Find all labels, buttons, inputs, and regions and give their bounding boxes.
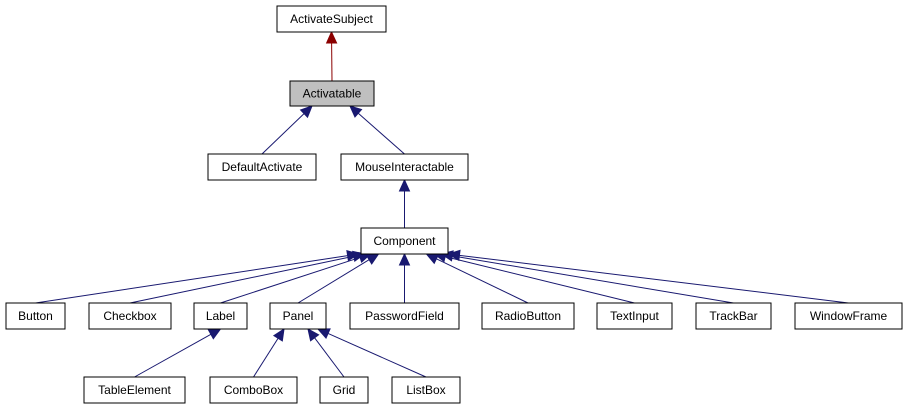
svg-text:ActivateSubject: ActivateSubject	[290, 12, 373, 26]
edge-checkbox-to-component	[129, 255, 354, 304]
node-grid[interactable]: Grid	[319, 376, 369, 404]
arrowhead-list_box-to-panel	[316, 328, 331, 339]
svg-text:RadioButton: RadioButton	[495, 309, 561, 323]
edges-layer	[35, 30, 849, 378]
node-activatable[interactable]: Activatable	[289, 80, 375, 107]
node-mouse-interactable[interactable]: MouseInteractable	[340, 153, 469, 181]
arrowhead-activatable-to-activate_subject	[325, 30, 338, 44]
node-button[interactable]: Button	[5, 302, 66, 330]
arrowhead-default_activate-to-activatable	[299, 105, 313, 119]
node-track-bar[interactable]: TrackBar	[695, 302, 772, 330]
svg-text:Label: Label	[206, 309, 235, 323]
svg-text:TrackBar: TrackBar	[709, 309, 757, 323]
svg-text:ComboBox: ComboBox	[224, 383, 283, 397]
arrowhead-combo_box-to-panel	[272, 327, 285, 342]
node-window-frame[interactable]: WindowFrame	[794, 302, 903, 330]
node-activate-subject[interactable]: ActivateSubject	[276, 5, 387, 33]
edge-default_activate-to-activatable	[261, 113, 305, 155]
node-panel[interactable]: Panel	[269, 302, 327, 330]
node-default-activate[interactable]: DefaultActivate	[207, 153, 317, 181]
edge-track_bar-to-component	[452, 255, 734, 304]
svg-text:PasswordField: PasswordField	[365, 309, 444, 323]
svg-text:Panel: Panel	[283, 309, 314, 323]
edge-text_input-to-component	[445, 256, 635, 304]
edge-panel-to-component	[297, 259, 370, 304]
edge-radio_button-to-component	[436, 258, 529, 304]
edge-grid-to-panel	[314, 337, 345, 378]
svg-text:Component: Component	[373, 234, 436, 248]
arrowhead-grid-to-panel	[307, 328, 320, 342]
arrowhead-mouse_interactable-to-activatable	[349, 105, 363, 118]
svg-text:MouseInteractable: MouseInteractable	[355, 160, 454, 174]
svg-text:TableElement: TableElement	[98, 383, 171, 397]
arrowhead-table_element-to-label	[207, 328, 222, 340]
svg-text:WindowFrame: WindowFrame	[810, 309, 888, 323]
svg-text:Grid: Grid	[333, 383, 356, 397]
arrowhead-component-to-mouse_interactable	[398, 178, 411, 192]
node-password-field[interactable]: PasswordField	[349, 302, 460, 330]
node-table-element[interactable]: TableElement	[83, 376, 186, 404]
svg-text:DefaultActivate: DefaultActivate	[222, 160, 303, 174]
edge-mouse_interactable-to-activatable	[357, 112, 405, 155]
svg-text:Checkbox: Checkbox	[103, 309, 156, 323]
node-text-input[interactable]: TextInput	[596, 302, 673, 330]
edge-list_box-to-panel	[327, 333, 427, 378]
edge-label-to-component	[220, 256, 361, 304]
arrowhead-panel-to-component	[365, 253, 380, 265]
node-checkbox[interactable]: Checkbox	[88, 302, 172, 330]
edge-window_frame-to-component	[459, 254, 849, 304]
svg-text:ListBox: ListBox	[406, 383, 445, 397]
arrowhead-window_frame-to-component	[447, 249, 461, 262]
node-component[interactable]: Component	[360, 227, 449, 255]
node-radio-button[interactable]: RadioButton	[481, 302, 575, 330]
edge-button-to-component	[35, 255, 348, 304]
arrowhead-password_field-to-component	[398, 252, 411, 266]
svg-text:Activatable: Activatable	[303, 87, 362, 101]
node-label[interactable]: Label	[193, 302, 248, 330]
node-combo-box[interactable]: ComboBox	[209, 376, 298, 404]
edge-combo_box-to-panel	[253, 338, 279, 378]
node-list-box[interactable]: ListBox	[391, 376, 461, 404]
edge-table_element-to-label	[134, 333, 212, 378]
svg-text:TextInput: TextInput	[610, 309, 659, 323]
svg-text:Button: Button	[18, 309, 53, 323]
